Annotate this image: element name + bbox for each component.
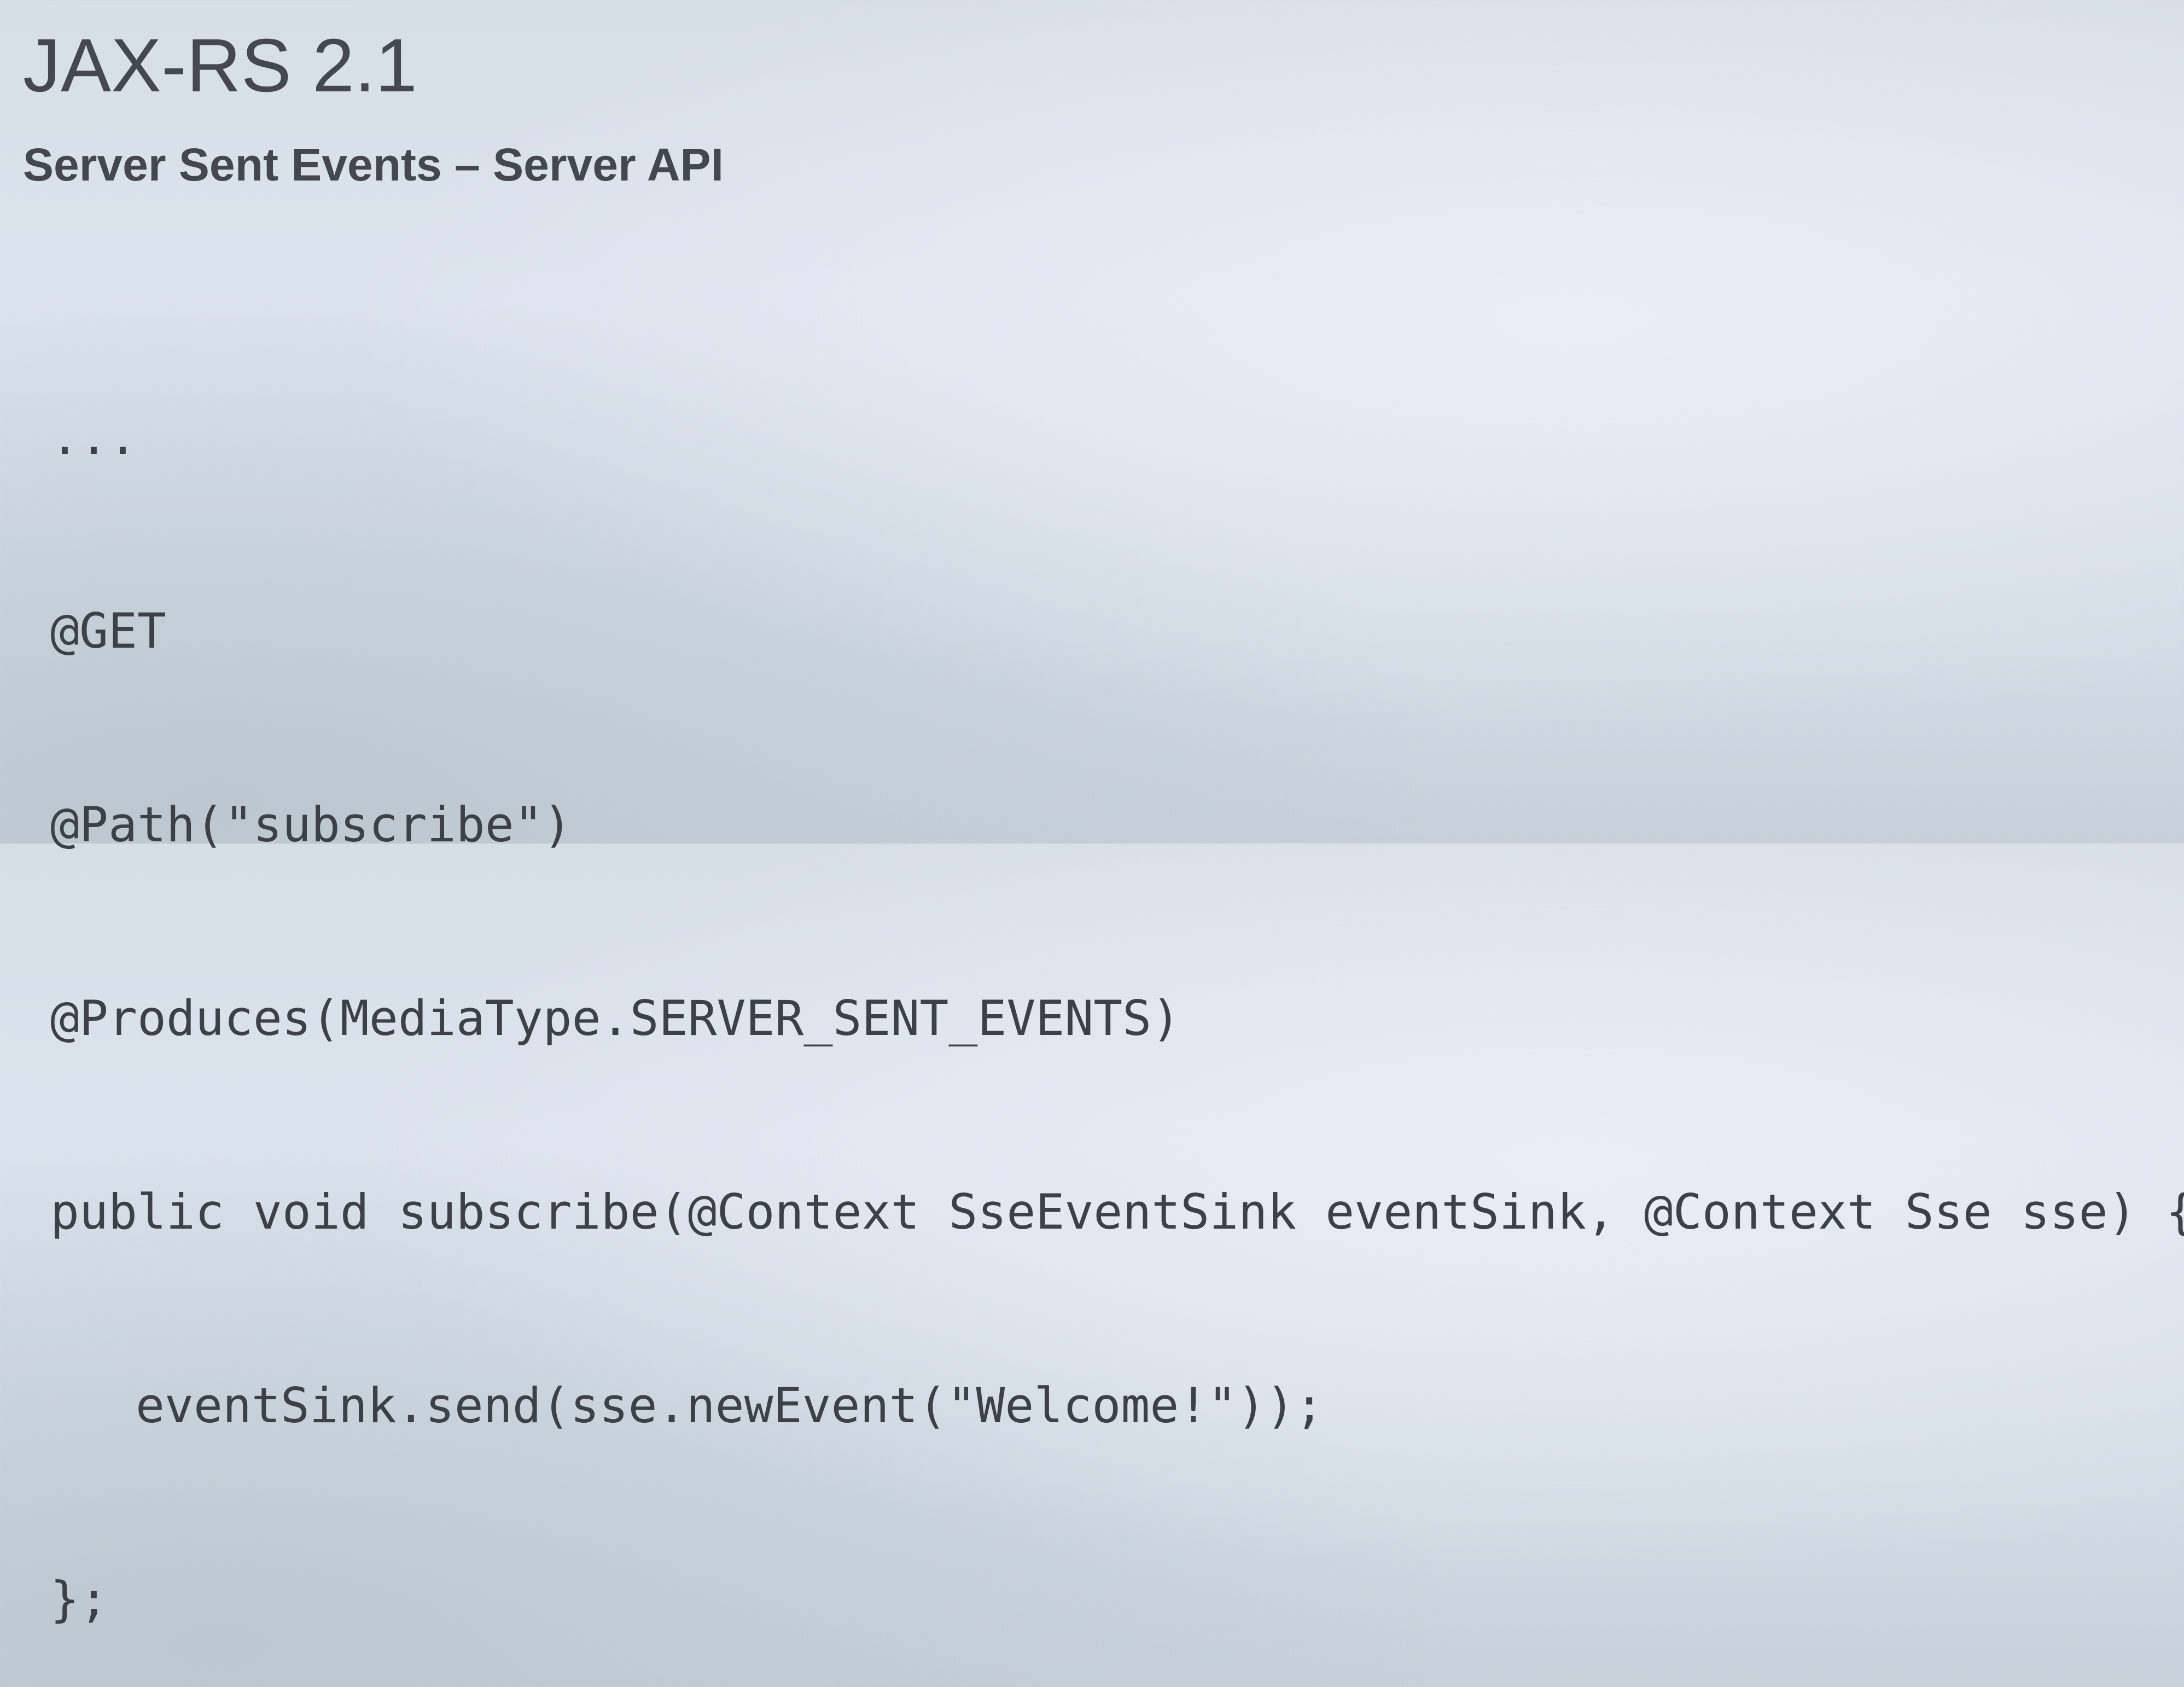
slide-subtitle: Server Sent Events – Server API <box>23 139 724 190</box>
code-line-get-annotation: @GET <box>50 603 166 659</box>
code-line-method-body: eventSink.send(sse.newEvent("Welcome!"))… <box>136 1377 1324 1434</box>
code-line-ellipsis: ... <box>50 409 137 466</box>
code-line-path-annotation: @Path("subscribe") <box>50 796 572 853</box>
presentation-slide: JAX-RS 2.1 Server Sent Events – Server A… <box>23 24 2184 1627</box>
code-line-produces-annotation: @Produces(MediaType.SERVER_SENT_EVENTS) <box>50 990 1181 1046</box>
code-line-closing-brace: }; <box>50 1571 108 1627</box>
slide-title: JAX-RS 2.1 <box>23 24 417 108</box>
code-line-method-signature: public void subscribe(@Context SseEventS… <box>50 1184 2184 1240</box>
code-block: ... @GET @Path("subscribe") @Produces(Me… <box>50 284 2184 1687</box>
